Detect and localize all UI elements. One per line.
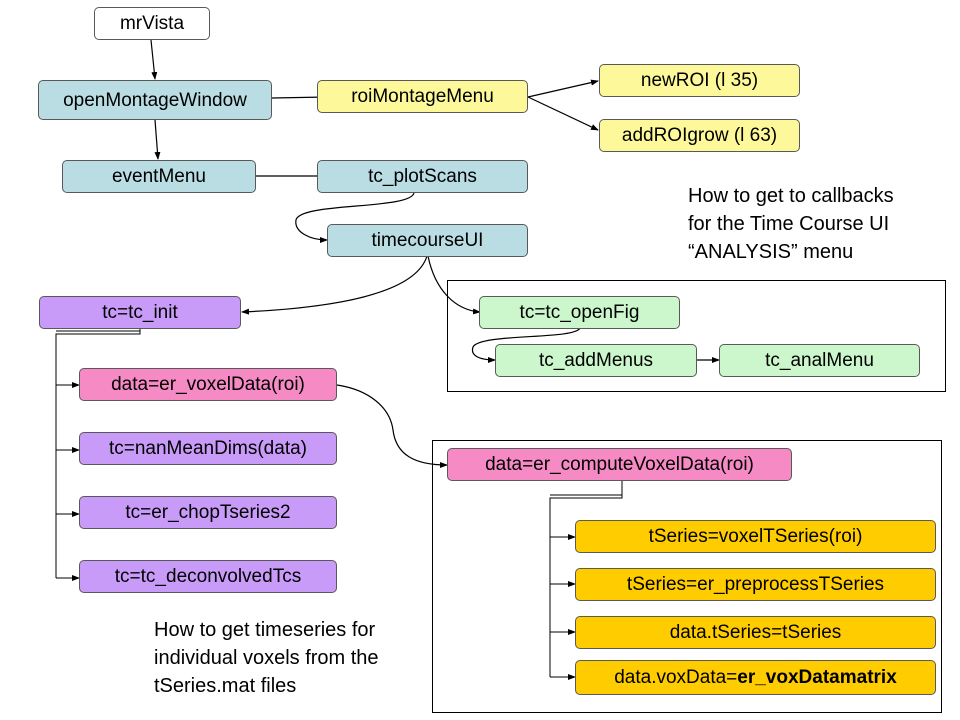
node-er-preprocess-tseries: tSeries=er_preprocessTSeries xyxy=(575,568,936,601)
node-tc-add-menus: tc_addMenus xyxy=(495,344,697,377)
note-callbacks-line: How to get to callbacks xyxy=(688,185,894,207)
node-tc-plot-scans: tc_plotScans xyxy=(317,160,528,193)
node-event-menu: eventMenu xyxy=(62,160,256,193)
edge-timecourseui-tcinit xyxy=(241,255,428,315)
node-data-voxdata: data.voxData=er_voxDatamatrix xyxy=(575,660,936,695)
node-tc-open-fig: tc=tc_openFig xyxy=(479,296,680,329)
node-timecourse-ui: timecourseUI xyxy=(327,224,528,257)
edge-roimontage-newroi xyxy=(527,79,599,98)
note-timeseries-line: How to get timeseries for xyxy=(154,619,376,641)
note-callbacks-line: “ANALYSIS” menu xyxy=(688,241,854,263)
node-nan-mean-dims: tc=nanMeanDims(data) xyxy=(79,432,337,465)
node-er-chop-tseries2: tc=er_chopTseries2 xyxy=(79,496,337,529)
voxel-data-group xyxy=(432,440,942,713)
edge-mrvista-openmontage xyxy=(150,39,158,80)
node-voxel-tseries: tSeries=voxelTSeries(roi) xyxy=(575,520,936,553)
note-timeseries-line: tSeries.mat files xyxy=(154,675,297,697)
node-er-voxel-data: data=er_voxelData(roi) xyxy=(79,368,337,401)
voxdata-prefix: data.voxData= xyxy=(614,667,738,688)
note-timeseries: How to get timeseries for individual vox… xyxy=(154,616,379,700)
node-add-roi-grow: addROIgrow (l 63) xyxy=(599,119,800,152)
edge-openmontage-eventmenu xyxy=(154,119,161,160)
node-open-montage-window: openMontageWindow xyxy=(38,80,272,120)
node-roi-montage-menu: roiMontageMenu xyxy=(317,80,528,113)
edge-roimontage-addroigrow xyxy=(527,96,599,131)
note-timeseries-line: individual voxels from the xyxy=(154,647,379,669)
note-callbacks: How to get to callbacks for the Time Cou… xyxy=(688,182,894,266)
node-tc-init: tc=tc_init xyxy=(39,296,241,329)
voxdata-function: er_voxDatamatrix xyxy=(737,667,897,688)
node-mrvista: mrVista xyxy=(94,7,210,40)
node-data-tseries: data.tSeries=tSeries xyxy=(575,616,936,649)
node-new-roi: newROI (l 35) xyxy=(599,64,800,97)
node-tc-deconvolved-tcs: tc=tc_deconvolvedTcs xyxy=(79,560,337,593)
note-callbacks-line: for the Time Course UI xyxy=(688,213,890,235)
edge-voxeldata-computevoxeldata xyxy=(336,384,448,468)
analysis-menu-group xyxy=(447,280,946,392)
node-tc-anal-menu: tc_analMenu xyxy=(719,344,920,377)
node-er-compute-voxel-data: data=er_computeVoxelData(roi) xyxy=(447,448,792,481)
